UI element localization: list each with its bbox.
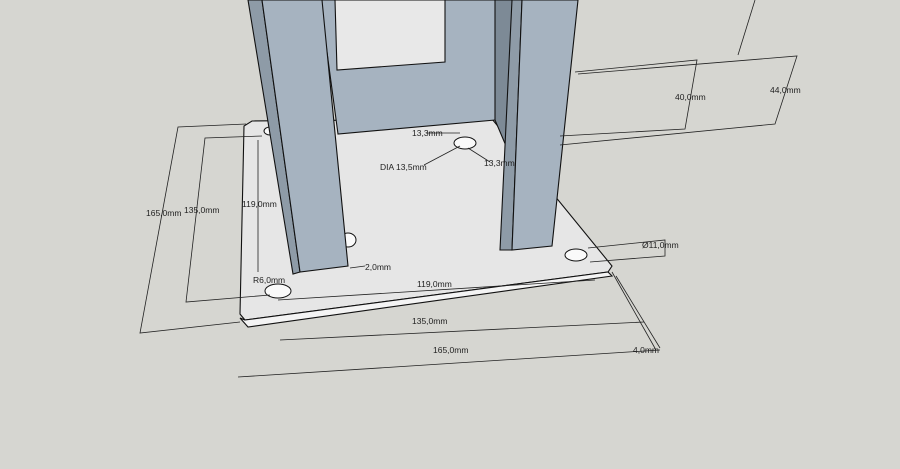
post-back-frame: [319, 0, 516, 161]
hole-front-left: [264, 283, 292, 299]
dim-top-hole-dia: DIA 13,5mm: [380, 162, 427, 172]
dim-right-40: 40,0mm: [675, 92, 706, 102]
dim-front-mid: 135,0mm: [412, 316, 447, 326]
dim-left-mid: 135,0mm: [184, 205, 219, 215]
dim-hole-dia: Ø11,0mm: [642, 240, 679, 250]
post-left: [247, 0, 349, 275]
dimension-labels: 13,3mm DIA 13,5mm 13,3mm 119,0mm 165,0mm…: [146, 85, 801, 355]
dim-left-outer: 165,0mm: [146, 208, 181, 218]
dim-thickness: 4,0mm: [633, 345, 659, 355]
post-right: [499, 0, 579, 251]
dim-top-offset-y: 13,3mm: [484, 158, 515, 168]
dim-right-44: 44,0mm: [770, 85, 801, 95]
dimension-lines: [139, 0, 798, 378]
dim-left-inner: 119,0mm: [242, 199, 277, 209]
dim-radius: R6,0mm: [253, 275, 285, 285]
dim-wall: 2,0mm: [365, 262, 391, 272]
dim-top-offset-x: 13,3mm: [412, 128, 443, 138]
dim-front-outer: 165,0mm: [433, 345, 468, 355]
hole-right: [564, 248, 588, 262]
dim-front-inner: 119,0mm: [417, 279, 452, 289]
